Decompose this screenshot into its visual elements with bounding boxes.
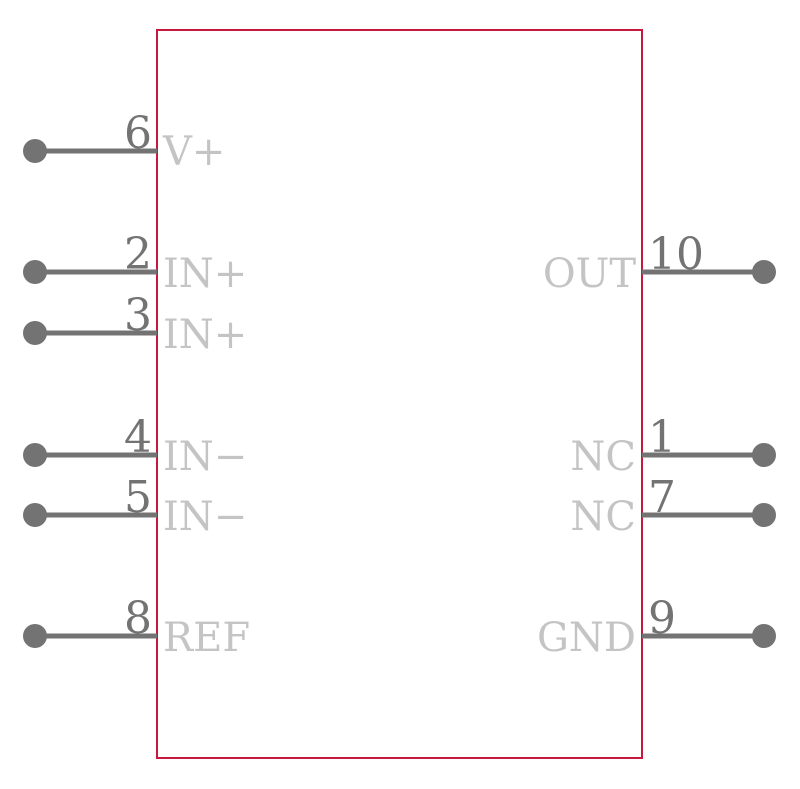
pin-number: 7 bbox=[648, 472, 676, 523]
pin-endpoint[interactable] bbox=[23, 503, 47, 527]
pin-endpoint[interactable] bbox=[752, 503, 776, 527]
pin-number: 1 bbox=[648, 412, 676, 463]
left-pin-2: 2 IN+ bbox=[23, 229, 247, 297]
pin-endpoint[interactable] bbox=[23, 443, 47, 467]
pin-number: 9 bbox=[648, 593, 676, 644]
pin-number: 5 bbox=[124, 472, 152, 523]
right-pin-10: 10 OUT bbox=[543, 229, 776, 297]
pin-label: REF bbox=[163, 615, 250, 661]
pin-number: 6 bbox=[124, 108, 152, 159]
pin-endpoint[interactable] bbox=[752, 260, 776, 284]
pin-endpoint[interactable] bbox=[23, 624, 47, 648]
pin-endpoint[interactable] bbox=[752, 624, 776, 648]
pin-label: IN− bbox=[163, 434, 247, 480]
pin-label: IN+ bbox=[163, 312, 247, 358]
left-pin-3: 3 IN+ bbox=[23, 290, 247, 358]
pin-label: OUT bbox=[543, 251, 637, 297]
pin-endpoint[interactable] bbox=[752, 443, 776, 467]
pin-number: 3 bbox=[124, 290, 152, 341]
pin-label: NC bbox=[570, 494, 636, 540]
left-pin-6: 6 V+ bbox=[23, 108, 225, 175]
pin-label: IN+ bbox=[163, 251, 247, 297]
pin-endpoint[interactable] bbox=[23, 321, 47, 345]
pin-number: 10 bbox=[648, 229, 704, 280]
pin-endpoint[interactable] bbox=[23, 260, 47, 284]
pin-number: 8 bbox=[124, 593, 152, 644]
pin-number: 2 bbox=[124, 229, 152, 280]
pin-label: V+ bbox=[162, 129, 225, 175]
pin-number: 4 bbox=[124, 412, 152, 463]
pin-label: NC bbox=[570, 434, 636, 480]
left-pin-4: 4 IN− bbox=[23, 412, 247, 480]
right-pin-1: 1 NC bbox=[570, 412, 776, 480]
pin-label: IN− bbox=[163, 494, 247, 540]
right-pin-9: 9 GND bbox=[537, 593, 776, 661]
pin-label: GND bbox=[537, 615, 636, 661]
component-body bbox=[156, 29, 643, 759]
left-pin-5: 5 IN− bbox=[23, 472, 247, 540]
pin-endpoint[interactable] bbox=[23, 139, 47, 163]
right-pin-7: 7 NC bbox=[570, 472, 776, 540]
left-pin-8: 8 REF bbox=[23, 593, 250, 661]
